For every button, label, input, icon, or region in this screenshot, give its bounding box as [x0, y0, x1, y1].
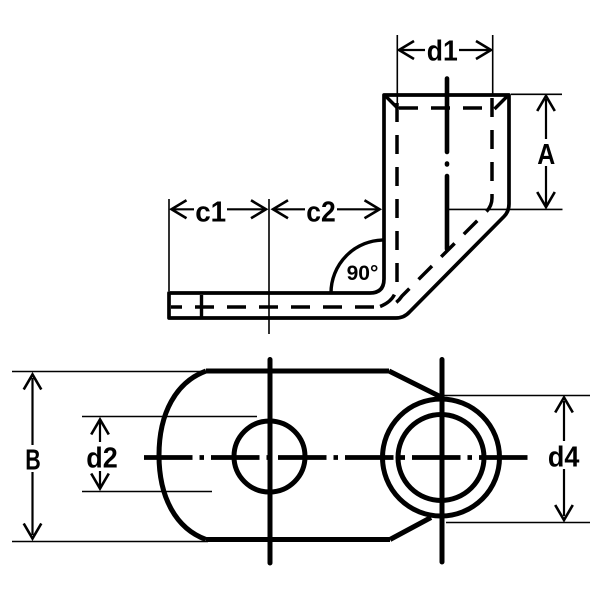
svg-text:d1: d1	[427, 35, 458, 67]
svg-text:c1: c1	[195, 196, 226, 228]
svg-text:c2: c2	[306, 196, 336, 228]
svg-text:B: B	[25, 445, 41, 477]
svg-text:A: A	[537, 139, 555, 171]
svg-text:d4: d4	[548, 442, 580, 474]
svg-text:d2: d2	[86, 443, 118, 475]
svg-text:90°: 90°	[347, 262, 379, 285]
